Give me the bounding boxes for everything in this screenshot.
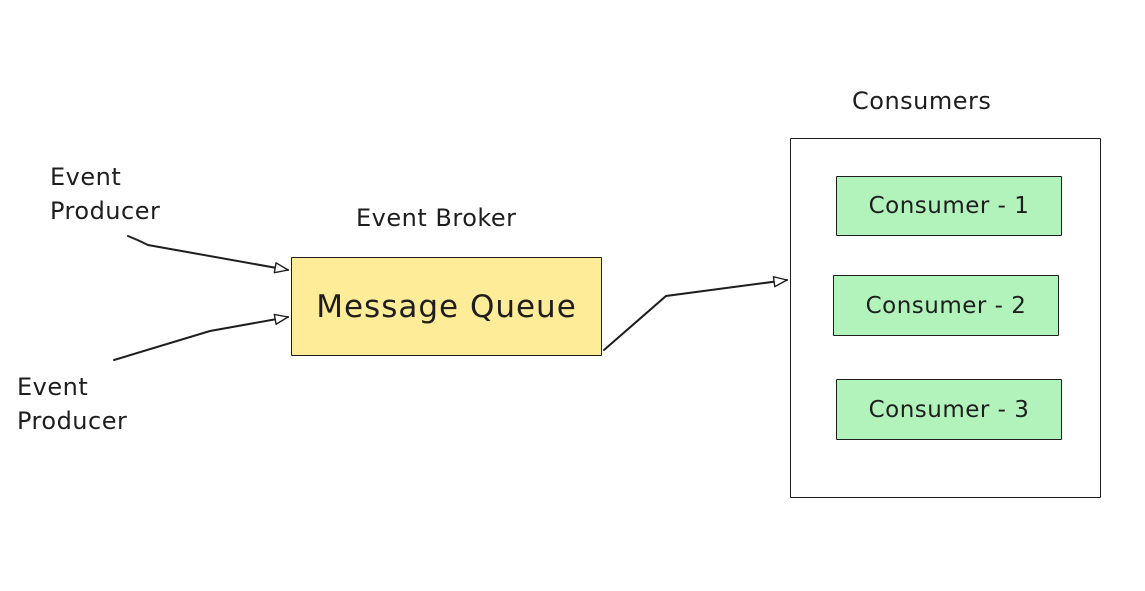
producer-2-to-broker-arrow [113,313,289,361]
consumer-1-box: Consumer - 1 [836,176,1062,236]
producer-2-label-line2: Producer [17,407,128,435]
consumers-title: Consumers [852,87,992,115]
producer-1-to-broker-arrow [127,235,289,274]
broker-title: Event Broker [356,204,517,232]
broker-to-consumers-arrow [603,276,788,351]
consumer-3-box: Consumer - 3 [836,379,1062,440]
consumer-2-label: Consumer - 2 [865,292,1027,319]
consumer-3-label: Consumer - 3 [868,396,1030,423]
message-queue-box: Message Queue [291,257,602,356]
message-queue-label: Message Queue [316,288,577,325]
producer-1-label-line1: Event [50,163,122,191]
producer-2-label-line1: Event [17,373,89,401]
producer-1-label-line2: Producer [50,197,161,225]
consumer-1-label: Consumer - 1 [868,193,1030,219]
consumer-2-box: Consumer - 2 [833,275,1059,336]
